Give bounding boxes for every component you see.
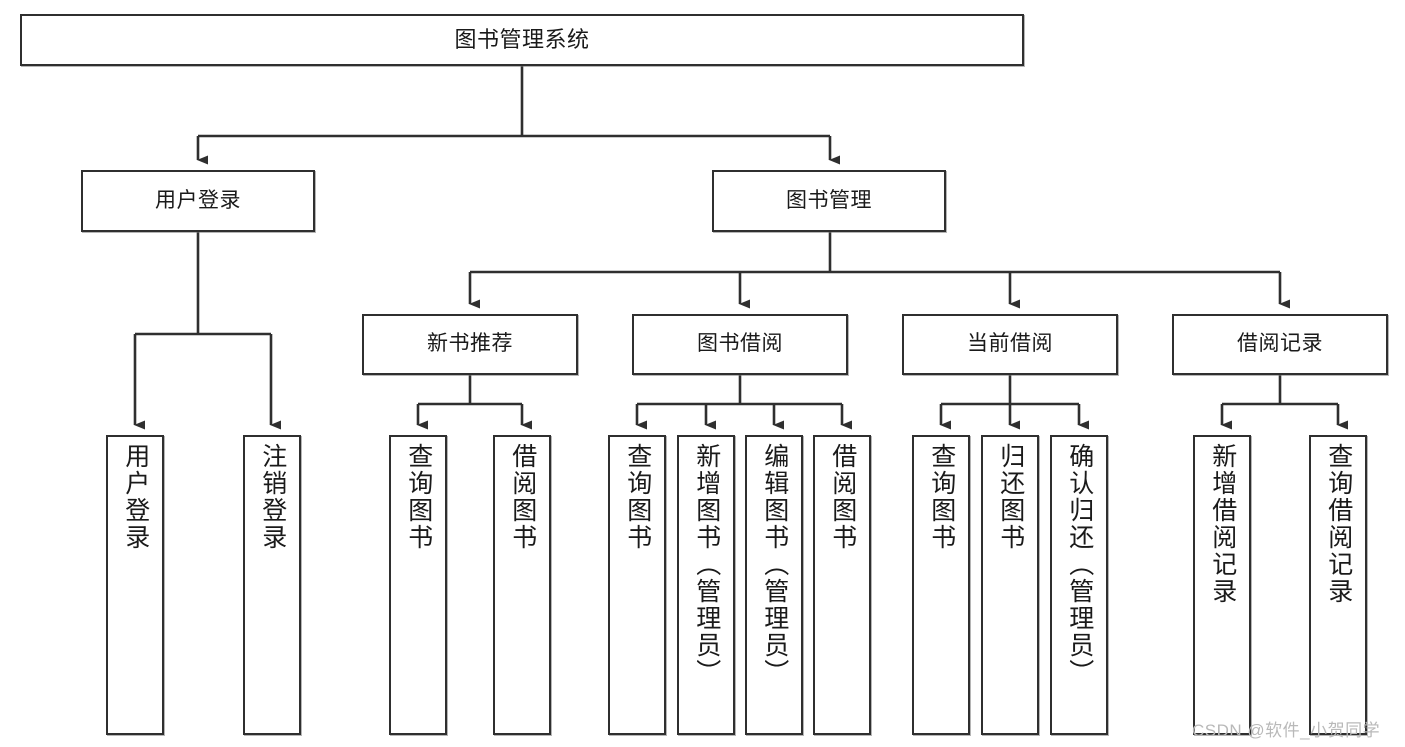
leaf-current-confirm-return-admin[interactable]: 确认归还（管理员） xyxy=(1050,435,1108,735)
node-label: 查询图书 xyxy=(404,443,433,551)
node-book-borrow[interactable]: 图书借阅 xyxy=(632,314,848,375)
node-label: 借阅图书 xyxy=(508,443,537,551)
leaf-borrow-query-book[interactable]: 查询图书 xyxy=(608,435,666,735)
leaf-user-login-logout[interactable]: 注销登录 xyxy=(243,435,301,735)
node-label: 查询图书 xyxy=(623,443,652,551)
node-label: 图书管理系统 xyxy=(454,27,590,53)
node-label: 查询借阅记录 xyxy=(1324,443,1353,605)
node-label: 新书推荐 xyxy=(427,332,513,356)
node-label: 用户登录 xyxy=(121,443,150,551)
node-label: 用户登录 xyxy=(155,188,241,212)
node-label: 注销登录 xyxy=(258,443,287,551)
node-label: 编辑图书（管理员） xyxy=(760,443,789,686)
leaf-new-book-borrow[interactable]: 借阅图书 xyxy=(493,435,551,735)
node-label: 归还图书 xyxy=(996,443,1025,551)
leaf-borrow-borrow-book[interactable]: 借阅图书 xyxy=(813,435,871,735)
node-label: 新增借阅记录 xyxy=(1208,443,1237,605)
node-current-borrow[interactable]: 当前借阅 xyxy=(902,314,1118,375)
node-new-book-recommend[interactable]: 新书推荐 xyxy=(362,314,578,375)
leaf-new-book-query[interactable]: 查询图书 xyxy=(389,435,447,735)
leaf-user-login-login[interactable]: 用户登录 xyxy=(106,435,164,735)
leaf-current-return-book[interactable]: 归还图书 xyxy=(981,435,1039,735)
node-label: 新增图书（管理员） xyxy=(692,443,721,686)
leaf-borrow-edit-book-admin[interactable]: 编辑图书（管理员） xyxy=(745,435,803,735)
node-label: 图书管理 xyxy=(786,188,872,212)
csdn-watermark: CSDN @软件_小贺同学 xyxy=(1192,721,1381,740)
leaf-borrow-add-book-admin[interactable]: 新增图书（管理员） xyxy=(677,435,735,735)
node-borrow-records[interactable]: 借阅记录 xyxy=(1172,314,1388,375)
node-label: 确认归还（管理员） xyxy=(1065,443,1094,686)
node-user-login[interactable]: 用户登录 xyxy=(81,170,315,232)
node-label: 当前借阅 xyxy=(967,332,1053,356)
leaf-current-query-book[interactable]: 查询图书 xyxy=(912,435,970,735)
node-label: 图书借阅 xyxy=(697,332,783,356)
node-book-management[interactable]: 图书管理 xyxy=(712,170,946,232)
node-root-system[interactable]: 图书管理系统 xyxy=(20,14,1024,66)
node-label: 查询图书 xyxy=(927,443,956,551)
node-label: 借阅记录 xyxy=(1237,332,1323,356)
node-label: 借阅图书 xyxy=(828,443,857,551)
leaf-records-add-record[interactable]: 新增借阅记录 xyxy=(1193,435,1251,735)
leaf-records-query-record[interactable]: 查询借阅记录 xyxy=(1309,435,1367,735)
